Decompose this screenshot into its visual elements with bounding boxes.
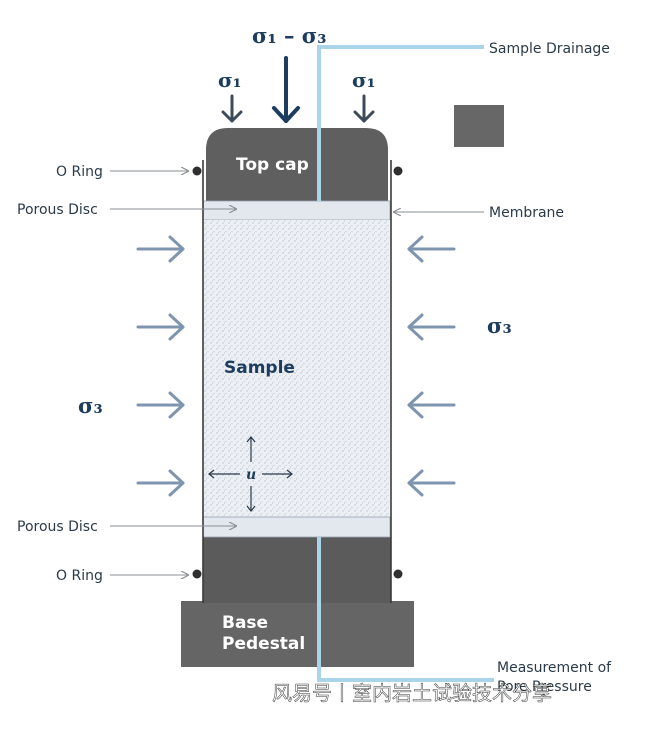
sample bbox=[203, 220, 390, 517]
o-ring-top-right bbox=[393, 166, 403, 176]
decorative-square bbox=[454, 105, 504, 147]
pore-pressure-symbol: u bbox=[246, 467, 256, 483]
o-ring-bottom-right bbox=[393, 569, 403, 579]
confining-arrows-left bbox=[136, 235, 185, 497]
base-label-line2: Pedestal bbox=[222, 634, 305, 654]
pore-pressure-pipe bbox=[317, 537, 494, 682]
top-cap bbox=[206, 128, 388, 201]
confining-stress-right-label: σ₃ bbox=[487, 313, 512, 338]
pore-pressure-arrows bbox=[208, 436, 293, 512]
o-ring-bottom-label: O Ring bbox=[56, 568, 103, 584]
membrane-label: Membrane bbox=[489, 205, 564, 221]
top-cap-label: Top cap bbox=[236, 155, 309, 175]
axial-stress-right-label: σ₁ bbox=[352, 68, 376, 92]
axial-arrow-left bbox=[221, 94, 243, 123]
confining-arrows-right bbox=[407, 235, 456, 497]
sample-drainage-pipe bbox=[317, 45, 484, 201]
sample-drainage-label: Sample Drainage bbox=[489, 41, 610, 57]
watermark-text: 风易号丨室内岩土试验技术分享 bbox=[272, 681, 552, 705]
o-ring-bottom-left bbox=[192, 569, 202, 579]
measurement-label-line1: Measurement of bbox=[497, 660, 612, 676]
leader-lines bbox=[110, 171, 484, 575]
o-ring-top-label: O Ring bbox=[56, 164, 103, 180]
base-label-line1: Base bbox=[222, 613, 268, 633]
axial-arrow-right bbox=[353, 94, 375, 123]
porous-disc-top bbox=[202, 200, 391, 221]
axial-arrow-center bbox=[272, 56, 300, 123]
porous-disc-bottom-label: Porous Disc bbox=[17, 519, 98, 535]
axial-stress-left-label: σ₁ bbox=[218, 68, 242, 92]
porous-disc-top-label: Porous Disc bbox=[17, 202, 98, 218]
measurement-label-line2: Pore Pressure bbox=[497, 679, 592, 695]
deviator-stress-label: σ₁ – σ₃ bbox=[252, 23, 326, 48]
o-ring-top-left bbox=[192, 166, 202, 176]
sample-label: Sample bbox=[224, 358, 295, 378]
porous-disc-bottom bbox=[202, 516, 391, 538]
confining-stress-left-label: σ₃ bbox=[78, 393, 103, 418]
base-pedestal bbox=[181, 601, 414, 667]
bottom-block bbox=[203, 537, 391, 603]
